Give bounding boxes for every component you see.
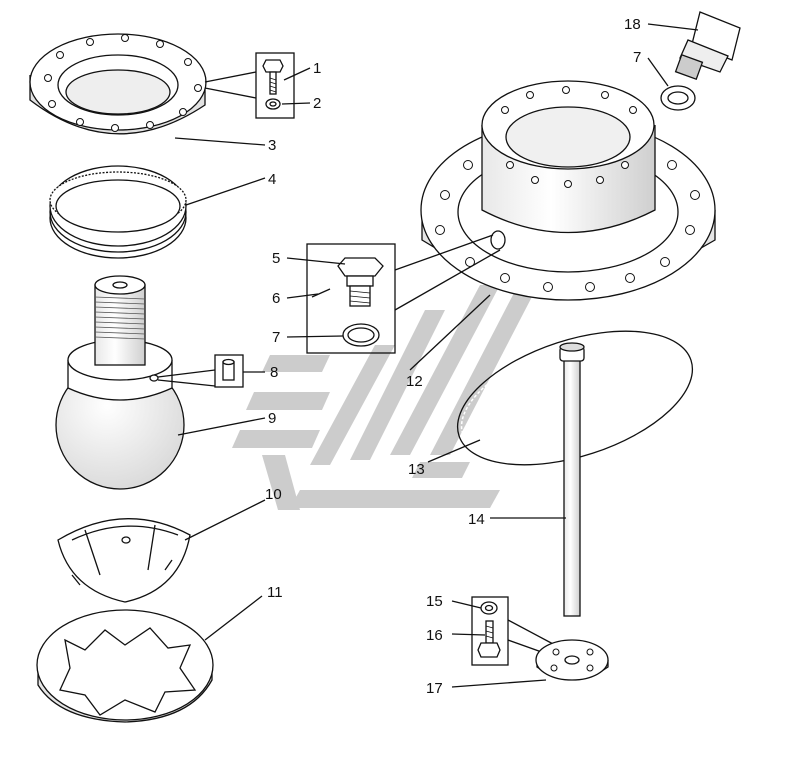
callout-13: 13 [408, 461, 425, 478]
flange-ring [29, 33, 207, 135]
callout-labels: 1 2 3 4 5 6 7 7 8 9 10 11 12 13 14 15 16… [265, 16, 641, 697]
guide-rod [559, 342, 585, 617]
watermark-logo [232, 262, 550, 510]
fastener-group [471, 596, 609, 681]
bearing-cup [57, 518, 191, 603]
callout-15: 15 [426, 593, 443, 610]
seal-ring [49, 165, 187, 259]
callout-14: 14 [468, 511, 485, 528]
callout-8: 8 [270, 364, 278, 381]
ball-stud [55, 275, 185, 490]
callout-4: 4 [268, 171, 276, 188]
callout-5: 5 [272, 250, 280, 267]
callout-3: 3 [268, 137, 276, 154]
callout-12: 12 [406, 373, 423, 390]
locking-plate [36, 609, 214, 723]
callout-1: 1 [313, 60, 321, 77]
leader-lines [174, 23, 699, 688]
callout-7-upper: 7 [633, 49, 641, 66]
plug-group [306, 234, 501, 354]
bolt-washer-group [204, 52, 295, 119]
pin-group [157, 354, 244, 388]
callout-18: 18 [624, 16, 641, 33]
o-ring [456, 330, 694, 466]
callout-16: 16 [426, 627, 443, 644]
callout-2: 2 [313, 95, 321, 112]
fitting-group [660, 11, 741, 111]
callout-9: 9 [268, 410, 276, 427]
callout-11: 11 [267, 584, 283, 601]
callout-17: 17 [426, 680, 443, 697]
callout-6: 6 [272, 290, 280, 307]
callout-7-lower: 7 [272, 329, 280, 346]
callout-10: 10 [265, 486, 282, 503]
housing [420, 80, 716, 301]
